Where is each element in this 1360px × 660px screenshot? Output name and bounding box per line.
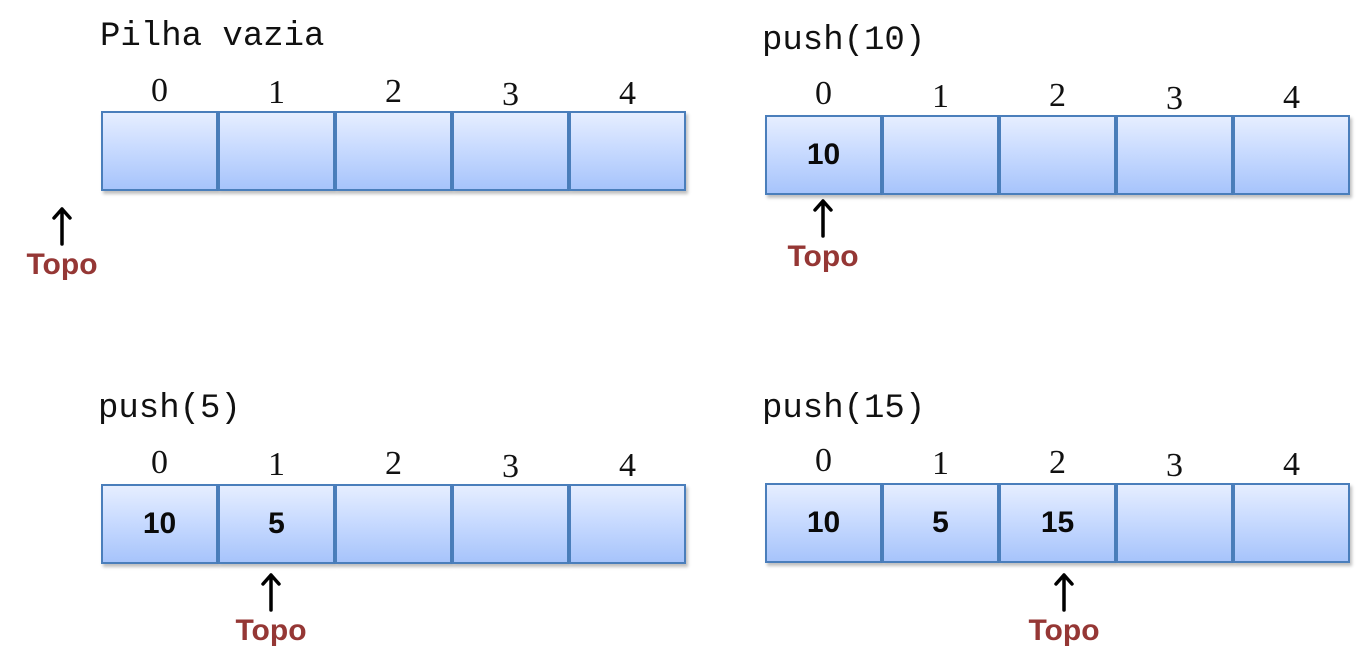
array-index: 4 [1283,446,1300,483]
up-arrow-icon [1054,573,1074,612]
top-pointer: Topo [778,198,868,272]
array-cell: 10 [765,115,882,195]
array-index: 0 [151,444,168,481]
array-index: 0 [815,75,832,112]
array-cell [569,484,686,564]
up-arrow-icon [52,207,72,246]
cell-value: 15 [1040,506,1075,539]
array-cell [101,111,218,191]
cell-value: 10 [806,506,841,539]
array-cell [1116,483,1233,563]
array-cell [569,111,686,191]
array-cell [335,111,452,191]
array-cell [882,115,999,195]
array-index: 3 [502,448,519,485]
panel-title: push(5) [98,390,241,428]
array-index: 3 [1166,80,1183,117]
array-index: 2 [1049,77,1066,114]
panel-title: Pilha vazia [100,18,325,56]
array-cell: 5 [218,484,335,564]
top-label: Topo [26,248,98,281]
top-pointer: Topo [17,206,107,280]
array-index: 4 [619,447,636,484]
top-pointer: Topo [1019,572,1109,646]
array-cell [452,484,569,564]
array-cell [999,115,1116,195]
cell-value: 10 [142,507,177,540]
cell-value: 10 [806,138,841,171]
top-label: Topo [1028,614,1100,647]
array-index: 2 [385,445,402,482]
array-index: 2 [385,73,402,110]
cell-value: 5 [268,507,285,540]
array-cell [1233,115,1350,195]
array-index: 1 [932,445,949,482]
array-index: 1 [268,74,285,111]
array-index: 3 [502,76,519,113]
array-cell [218,111,335,191]
array-index: 3 [1166,447,1183,484]
array-cell [1116,115,1233,195]
array-index: 0 [815,442,832,479]
array-cell: 15 [999,483,1116,563]
array-cell: 10 [101,484,218,564]
cell-value: 5 [932,506,949,539]
array-cell [335,484,452,564]
array-cell: 10 [765,483,882,563]
top-label: Topo [235,614,307,647]
panel-title: push(10) [762,22,926,60]
top-pointer: Topo [226,572,316,646]
array-index: 0 [151,72,168,109]
array-index: 4 [619,75,636,112]
up-arrow-icon [813,199,833,238]
array-index: 1 [268,446,285,483]
top-label: Topo [787,240,859,273]
array-cell [1233,483,1350,563]
array-index: 1 [932,78,949,115]
array-cell: 5 [882,483,999,563]
array-index: 4 [1283,79,1300,116]
panel-title: push(15) [762,390,926,428]
up-arrow-icon [261,573,281,612]
array-index: 2 [1049,444,1066,481]
array-cell [452,111,569,191]
